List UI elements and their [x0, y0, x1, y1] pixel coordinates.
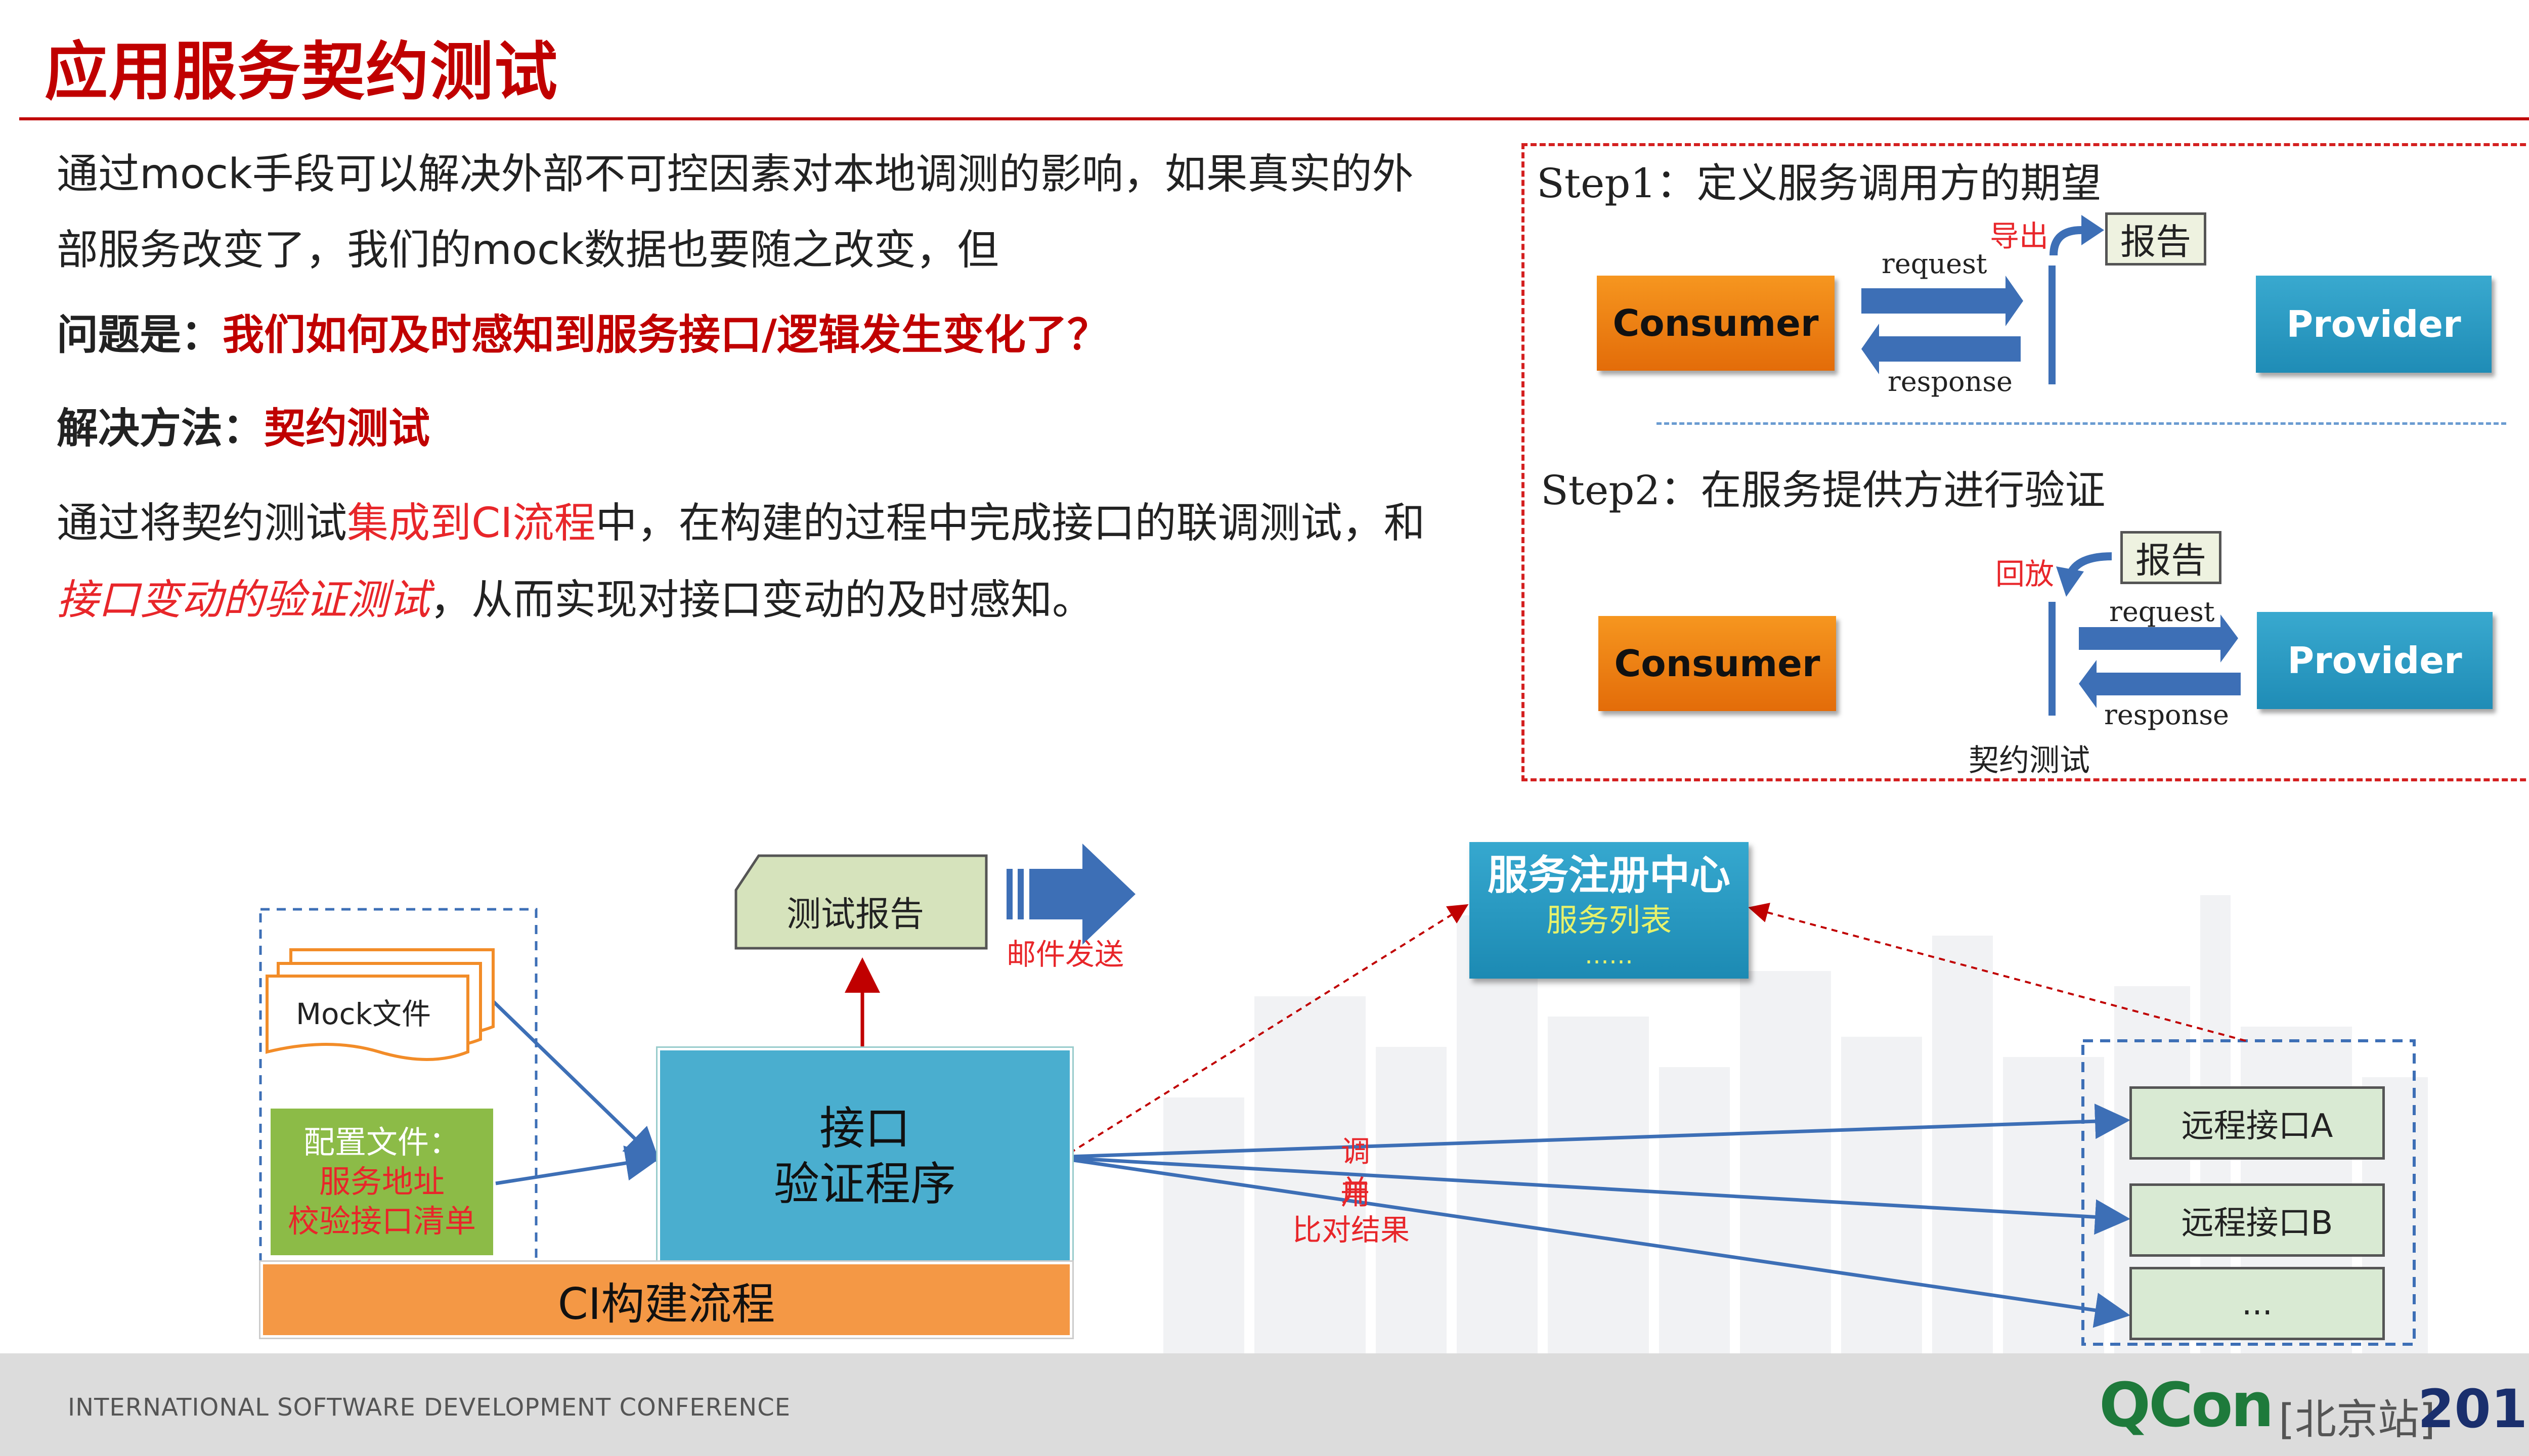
step2-provider-box: Provider [2257, 612, 2493, 709]
line5-ci-highlight: 集成到CI流程 [347, 499, 596, 547]
remote-interface-more: ... [2129, 1267, 2385, 1340]
remote-interface-a: 远程接口A [2129, 1086, 2385, 1160]
step1-boundary-bar [2048, 266, 2056, 384]
intro-line-6: 接口变动的验证测试，从而实现对接口变动的及时感知。 [57, 562, 1094, 638]
remote-services-container [2081, 1039, 2416, 1346]
step2-replay-label: 回放 [1995, 557, 2055, 591]
call-label-1: 调用 [1340, 1134, 1370, 1211]
intro-line-2: 部服务改变了，我们的mock数据也要随之改变，但 [57, 226, 999, 274]
test-report-shape [734, 854, 988, 950]
step1-export-arrow [2050, 226, 2082, 256]
solution-line: 解决方法：契约测试 [57, 391, 430, 467]
step2-response-arrow [2079, 660, 2241, 708]
question-label: 问题是： [57, 311, 223, 359]
step1-request-label: request [1882, 248, 1987, 280]
verifier-line-2: 验证程序 [774, 1158, 956, 1211]
config-title: 配置文件： [303, 1124, 460, 1161]
qcon-year: 2017 [2418, 1378, 2529, 1440]
line5-part-a: 通过将契约测试 [57, 499, 347, 547]
service-registry-box: 服务注册中心 服务列表 …… [1469, 842, 1749, 979]
line6-highlight: 接口变动的验证测试 [57, 576, 430, 624]
config-service-address: 服务地址 [319, 1163, 445, 1200]
verifier-to-registry-link [1069, 904, 1469, 1154]
line6-part-b: ，从而实现对接口变动的及时感知。 [430, 576, 1094, 624]
test-report-label: 测试报告 [787, 895, 925, 935]
steps-divider [1656, 422, 2506, 425]
step1-title: Step1：定义服务调用方的期望 [1537, 160, 2102, 207]
mock-file-label: Mock文件 [296, 997, 431, 1031]
solution-label: 解决方法： [57, 405, 265, 453]
config-file-box: 配置文件： 服务地址 校验接口清单 [271, 1109, 493, 1255]
intro-line-5: 通过将契约测试集成到CI流程中，在构建的过程中完成接口的联调测试，和 [57, 486, 1425, 561]
question-line: 问题是：我们如何及时感知到服务接口/逻辑发生变化了？ [57, 297, 1109, 373]
mock-to-verifier-arrow [492, 1000, 661, 1163]
conference-name: INTERNATIONAL SOFTWARE DEVELOPMENT CONFE… [68, 1393, 791, 1422]
registry-more: …… [1585, 941, 1633, 969]
step1-response-arrow [1861, 324, 2021, 374]
mock-file-shape [266, 975, 469, 1061]
step2-contract-caption: 契约测试 [1969, 743, 2090, 778]
config-to-verifier-arrow [495, 1145, 661, 1185]
interface-verifier-box: 接口 验证程序 [658, 1048, 1072, 1265]
qcon-logo: QCon [2099, 1371, 2274, 1441]
step1-provider-box: Provider [2256, 276, 2492, 373]
mail-send-label: 邮件发送 [1007, 937, 1124, 972]
mail-send-arrow [1029, 844, 1136, 945]
registry-service-list: 服务列表 [1546, 902, 1672, 939]
call-remote-b-arrow [1069, 1156, 2130, 1235]
registry-title: 服务注册中心 [1488, 852, 1730, 899]
remote-to-registry-link [1748, 903, 2246, 1042]
step2-boundary-bar [2048, 602, 2056, 716]
ci-pipeline-bar: CI构建流程 [260, 1262, 1072, 1338]
config-interface-list: 校验接口清单 [287, 1203, 476, 1240]
page-title: 应用服务契约测试 [45, 35, 558, 109]
step1-request-arrow [1861, 276, 2023, 326]
step1-response-label: response [1888, 366, 2013, 398]
step2-title: Step2：在服务提供方进行验证 [1541, 467, 2106, 514]
line5-part-c: 中，在构建的过程中完成接口的联调测试，和 [595, 499, 1425, 547]
call-label-2: 并 [1340, 1174, 1370, 1208]
qcon-city: [北京站] [2279, 1396, 2435, 1444]
footer-bar [0, 1353, 2529, 1456]
call-remote-a-arrow [1069, 1104, 2130, 1159]
step2-consumer-box: Consumer [1598, 616, 1836, 711]
step2-request-label: request [2109, 596, 2215, 628]
contract-steps-panel [1521, 143, 2529, 781]
verifier-line-1: 接口 [819, 1102, 910, 1155]
step2-report-tag: 报告 [2120, 531, 2221, 584]
call-remote-more-arrow [1069, 1158, 2130, 1328]
intro-line-1: 通过mock手段可以解决外部不可控因素对本地调测的影响，如果真实的外 [57, 150, 1414, 198]
step2-response-label: response [2104, 699, 2230, 731]
solution-text: 契约测试 [264, 405, 430, 453]
title-divider [19, 117, 2529, 120]
call-label-3: 比对结果 [1292, 1213, 1410, 1247]
step1-consumer-box: Consumer [1597, 276, 1835, 371]
question-text: 我们如何及时感知到服务接口/逻辑发生变化了？ [223, 311, 1109, 359]
step1-report-tag: 报告 [2105, 212, 2206, 266]
remote-interface-b: 远程接口B [2129, 1183, 2385, 1257]
step1-export-label: 导出 [1990, 219, 2049, 253]
step2-request-arrow [2079, 614, 2238, 663]
